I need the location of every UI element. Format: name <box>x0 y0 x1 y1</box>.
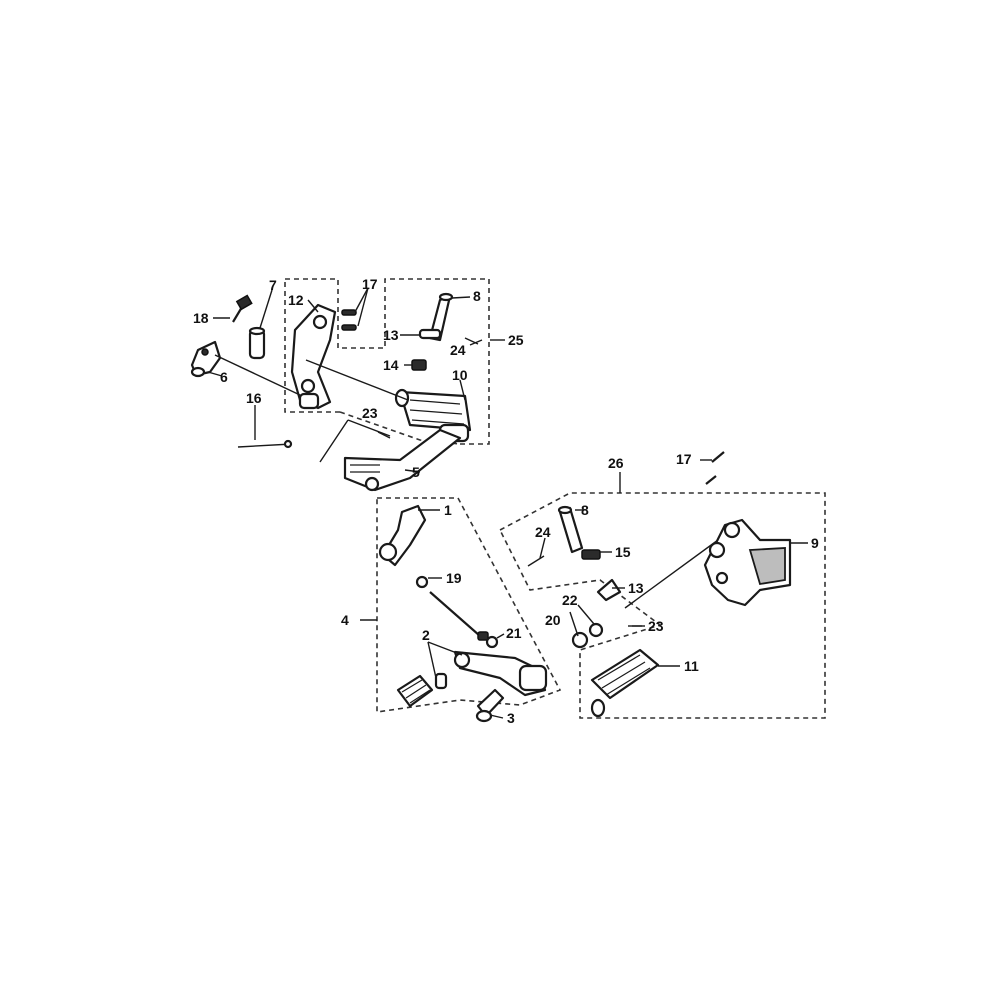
callout-11: 11 <box>684 658 699 674</box>
part-13-pin-upper <box>418 328 442 340</box>
callout-20: 20 <box>545 612 561 628</box>
callout-1: 1 <box>444 502 452 518</box>
callout-15: 15 <box>615 544 631 560</box>
part-1-shift-arm <box>378 504 427 567</box>
callout-9: 9 <box>811 535 819 551</box>
part-20-washer <box>571 631 589 649</box>
callout-23-right: 23 <box>648 618 664 634</box>
part-6-clamp <box>190 340 222 378</box>
callout-7: 7 <box>269 277 277 293</box>
callout-18: 18 <box>193 310 209 326</box>
callout-17-lower: 17 <box>676 451 692 467</box>
callout-8-upper: 8 <box>473 288 481 304</box>
group-box-shift-assembly <box>376 497 562 713</box>
part-3-bolt <box>475 688 505 723</box>
part-2-shift-lever <box>396 650 548 708</box>
group-box-right-footrest <box>498 492 826 719</box>
part-21-nut <box>485 635 499 649</box>
callout-13-lower: 13 <box>628 580 644 596</box>
callout-16: 16 <box>246 390 262 406</box>
part-7-sleeve <box>248 326 266 360</box>
part-15-spring <box>581 549 601 560</box>
part-14-spring <box>411 359 427 371</box>
leader-lines <box>207 287 808 719</box>
part-17-bolts-right <box>705 451 725 485</box>
part-10-footpeg <box>394 388 472 443</box>
callout-22: 22 <box>562 592 578 608</box>
callout-26: 26 <box>608 455 624 471</box>
part-17-bolts <box>341 309 357 331</box>
part-5-brake-lever <box>343 428 462 492</box>
callout-2: 2 <box>422 627 430 643</box>
callout-21: 21 <box>506 625 522 641</box>
callout-10: 10 <box>452 367 468 383</box>
callout-19: 19 <box>446 570 462 586</box>
callout-25: 25 <box>508 332 524 348</box>
callout-23-left: 23 <box>362 405 378 421</box>
part-13-pin-lower <box>596 578 622 602</box>
part-11-footpeg <box>590 648 660 718</box>
callout-12: 12 <box>288 292 304 308</box>
callout-labels: 18 6 7 12 17 8 13 14 24 25 10 16 23 5 1 … <box>193 276 819 726</box>
callout-8-lower: 8 <box>581 502 589 518</box>
callout-4: 4 <box>341 612 349 628</box>
part-12-bracket <box>290 303 337 410</box>
part-shift-rod <box>429 591 489 641</box>
part-23-pin-left <box>377 431 391 439</box>
callout-5: 5 <box>412 464 420 480</box>
callout-14: 14 <box>383 357 399 373</box>
part-16-rod <box>237 439 293 449</box>
part-24-cotter-lower <box>527 555 545 567</box>
part-22-nut <box>588 622 604 638</box>
callout-3: 3 <box>507 710 515 726</box>
part-9-bracket <box>703 518 792 607</box>
callout-17-upper: 17 <box>362 276 378 292</box>
group-box-left-bracket <box>284 278 490 445</box>
part-18-bolt <box>232 294 253 323</box>
part-19-nut <box>415 575 429 589</box>
callout-24-lower: 24 <box>535 524 551 540</box>
part-8-pin-lower <box>557 505 584 554</box>
callout-13-upper: 13 <box>383 327 399 343</box>
callout-24-upper: 24 <box>450 342 466 358</box>
callout-6: 6 <box>220 369 228 385</box>
